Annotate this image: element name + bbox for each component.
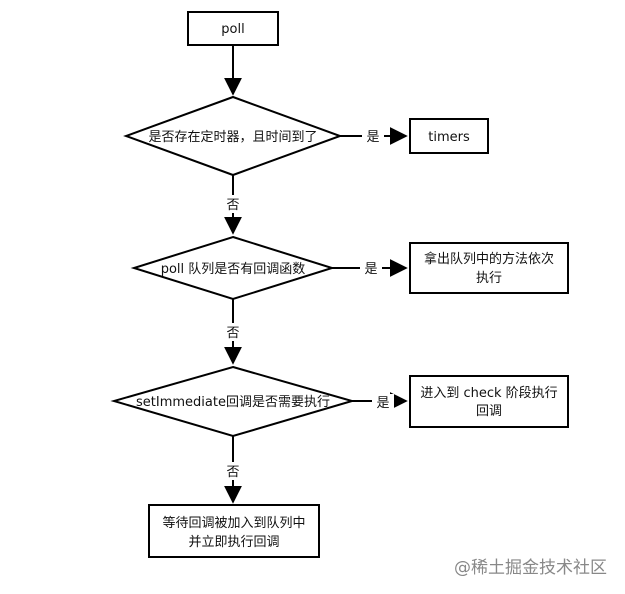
decision-poll-queue-node: poll 队列是否有回调函数	[130, 235, 336, 301]
edge-decision1-yes-label: 是	[366, 130, 379, 145]
wait-label-line1: 等待回调被加入到队列中	[162, 515, 305, 531]
start-node-label: poll	[221, 22, 244, 37]
decision-poll-queue-label: poll 队列是否有回调函数	[161, 262, 306, 277]
edge-decision2-yes-label: 是	[364, 262, 377, 277]
timers-node: timers	[409, 118, 489, 154]
decision-timer-node: 是否存在定时器，且时间到了	[123, 95, 343, 177]
decision-setimmediate-label: setImmediate回调是否需要执行	[136, 395, 330, 410]
check-phase-label-line1: 进入到 check 阶段执行	[420, 386, 557, 401]
timers-node-label: timers	[428, 130, 470, 145]
edge-decision1-no-label: 否	[226, 198, 239, 213]
execute-queue-label-line2: 执行	[476, 271, 502, 286]
wait-node: 等待回调被加入到队列中 并立即执行回调	[148, 504, 320, 558]
check-phase-label-line2: 回调	[476, 404, 502, 419]
watermark: @稀土掘金技术社区	[454, 558, 607, 578]
check-phase-node: 进入到 check 阶段执行 回调	[409, 375, 569, 428]
decision-setimmediate-node: setImmediate回调是否需要执行	[110, 365, 356, 438]
start-node: poll	[187, 11, 279, 46]
execute-queue-label-line1: 拿出队列中的方法依次	[424, 251, 554, 267]
execute-queue-node: 拿出队列中的方法依次 执行	[409, 242, 569, 294]
edge-decision2-no-label: 否	[226, 326, 239, 341]
decision-timer-label: 是否存在定时器，且时间到了	[148, 130, 317, 145]
edge-decision3-no-label: 否	[226, 465, 239, 480]
wait-label-line2: 并立即执行回调	[188, 535, 279, 550]
edge-decision3-yes-label: 是	[376, 396, 389, 411]
